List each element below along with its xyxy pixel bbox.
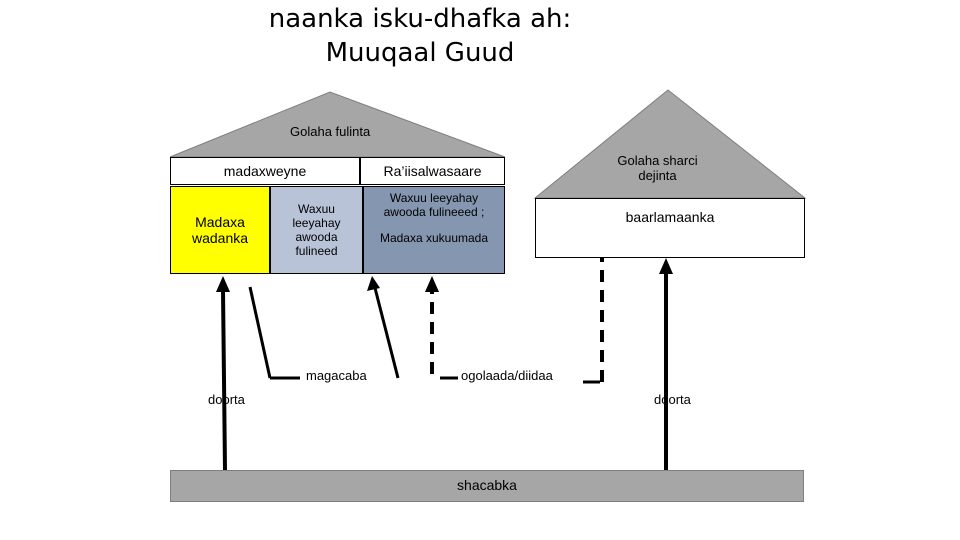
- legislative-roof-label: Golaha sharci dejinta: [617, 153, 698, 183]
- pm-cell-powers: Waxuu leeyahay awooda fulineeed ;: [383, 191, 485, 219]
- elects-right-label: doorta: [654, 392, 691, 407]
- president-cell: Madaxa wadanka: [170, 186, 270, 274]
- approval-label: ogolaada/diidaa: [461, 368, 553, 383]
- executive-roof-label: Golaha fulinta: [290, 124, 371, 139]
- elects-left-label: doorta: [208, 392, 245, 407]
- title-line-1: naanka isku-dhafka ah:: [268, 4, 572, 34]
- pm-cell-role: Madaxa xukuumada: [379, 231, 489, 245]
- president-header: madaxweyne: [170, 157, 360, 185]
- appoint-pm-arrow-line: [373, 287, 400, 379]
- pm-header: Ra’iisalwasaare: [360, 157, 505, 185]
- appoints-label: magacaba: [306, 368, 367, 383]
- elect-president-arrow-line: [221, 289, 227, 471]
- elect-president-arrowhead: [216, 276, 230, 292]
- approval-arrowhead: [425, 276, 439, 292]
- people-bar: shacabka: [170, 470, 804, 502]
- appoint-ministers-line-a: [248, 286, 272, 379]
- people-label: shacabka: [457, 477, 517, 493]
- title-line-2: Muuqaal Guud: [325, 38, 515, 68]
- parliament-box: baarlamaanka: [535, 198, 805, 258]
- elect-parliament-arrowhead: [659, 258, 673, 274]
- ministers-cell: Waxuu leeyahay awooda fulineed: [270, 186, 363, 274]
- pm-cell: Waxuu leeyahay awooda fulineeed ; Madaxa…: [363, 186, 505, 274]
- slide-title: naanka isku-dhafka ah: Muuqaal Guud: [230, 2, 610, 70]
- appoint-pm-arrowhead: [367, 276, 380, 291]
